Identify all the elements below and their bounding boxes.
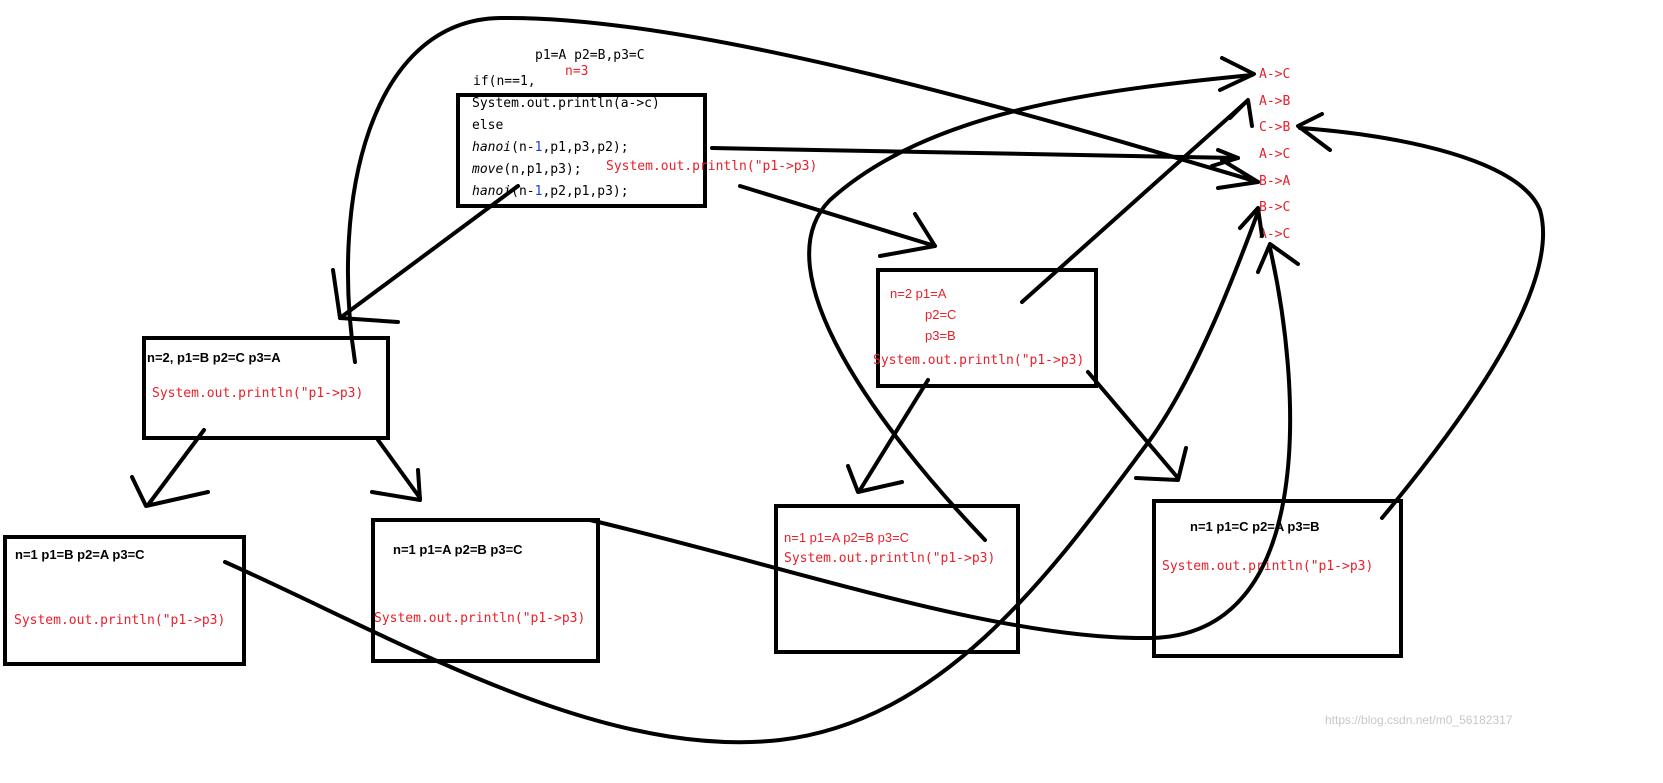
arrow-leaf3-to-output-first [807, 73, 1254, 542]
n-label: n=3 [565, 64, 589, 79]
output-item: A->C [1259, 147, 1291, 162]
code-side-println: System.out.println("p1->p3) [606, 159, 818, 174]
arrow-code-to-right-n2 [738, 184, 937, 248]
output-item: C->B [1259, 120, 1291, 135]
output-item: A->C [1259, 67, 1291, 82]
arrow-left-n2-to-leaf2 [376, 438, 422, 500]
arrowhead [1210, 148, 1240, 168]
code-move-line: move(n,p1,p3); [472, 162, 582, 178]
arrow-right-n2-to-output-ab [1020, 100, 1248, 304]
node-left-n2-println: System.out.println("p1->p3) [152, 386, 364, 401]
arrowhead [130, 475, 210, 508]
leaf-node-4 [1152, 499, 1403, 658]
node-right-n2 [876, 268, 1098, 388]
arrowhead [1296, 112, 1332, 152]
arrowhead [1216, 158, 1260, 190]
arrowhead [1228, 98, 1254, 128]
code-hanoi1-line: hanoi(n-1,p1,p3,p2); [472, 140, 629, 156]
arrow-code-to-left-n2 [338, 184, 520, 320]
leaf-node-2-println: System.out.println("p1->p3) [374, 611, 586, 626]
arrowhead [878, 212, 937, 258]
leaf-node-3-println: System.out.println("p1->p3) [784, 551, 996, 566]
leaf-node-1-println: System.out.println("p1->p3) [14, 613, 226, 628]
code-if-line: if(n==1, [473, 74, 536, 89]
arrow-left-n2-to-output [345, 15, 1260, 364]
node-left-n2-label: n=2, p1=B p2=C p3=A [147, 350, 281, 365]
code-else-line: else [472, 118, 504, 133]
hanoi1-fn: hanoi [472, 140, 512, 155]
code-box [456, 93, 707, 208]
arrowhead [1218, 56, 1256, 92]
hanoi1-pre: (n- [511, 140, 535, 155]
node-right-n2-line2: p2=C [925, 307, 957, 322]
hanoi1-one: 1 [534, 140, 543, 155]
arrowhead [846, 464, 904, 494]
node-right-n2-line3: p3=B [925, 328, 956, 343]
leaf-node-4-label: n=1 p1=C p2=A p3=B [1190, 519, 1320, 534]
output-item: B->A [1259, 174, 1291, 189]
node-right-n2-line1: n=2 p1=A [890, 286, 947, 301]
leaf-node-2-label: n=1 p1=A p2=B p3=C [393, 542, 523, 557]
hanoi2-fn: hanoi [472, 184, 512, 199]
leaf-node-1 [3, 535, 246, 666]
move-fn: move [472, 162, 504, 177]
node-right-n2-println: System.out.println("p1->p3) [873, 353, 1085, 368]
arrowhead [1256, 242, 1300, 274]
arrow-leaf4-to-output-cb [1298, 126, 1546, 520]
arrow-right-n2-to-leaf4 [1086, 370, 1180, 480]
code-println-line: System.out.println(a->c) [472, 96, 660, 111]
output-item: A->B [1259, 94, 1291, 109]
watermark: https://blog.csdn.net/m0_56182317 [1325, 713, 1513, 727]
arrowhead [1238, 206, 1264, 238]
hanoi2-one: 1 [534, 184, 543, 199]
leaf-node-2 [371, 518, 600, 663]
leaf-node-3-label: n=1 p1=A p2=B p3=C [784, 530, 910, 545]
arrowhead [370, 468, 422, 502]
arrowhead [1134, 446, 1188, 482]
output-item: A->C [1259, 227, 1291, 242]
params-label: p1=A p2=B,p3=C [535, 48, 645, 63]
arrow-code-to-output [710, 146, 1240, 160]
hanoi2-post: ,p2,p1,p3); [542, 184, 629, 199]
arrow-leaf1-to-output-cb [223, 210, 1260, 745]
leaf-node-4-println: System.out.println("p1->p3) [1162, 559, 1374, 574]
move-args: (n,p1,p3); [503, 162, 582, 177]
arrow-leaf2-to-output-last [588, 246, 1293, 641]
code-hanoi2-line: hanoi(n-1,p2,p1,p3); [472, 184, 629, 200]
leaf-node-3 [774, 504, 1020, 654]
hanoi1-post: ,p1,p3,p2); [542, 140, 629, 155]
node-left-n2 [142, 336, 390, 440]
output-item: B->C [1259, 200, 1291, 215]
arrow-left-n2-to-leaf1 [146, 428, 206, 507]
arrowhead [331, 268, 400, 324]
leaf-node-1-label: n=1 p1=B p2=A p3=C [15, 547, 145, 562]
